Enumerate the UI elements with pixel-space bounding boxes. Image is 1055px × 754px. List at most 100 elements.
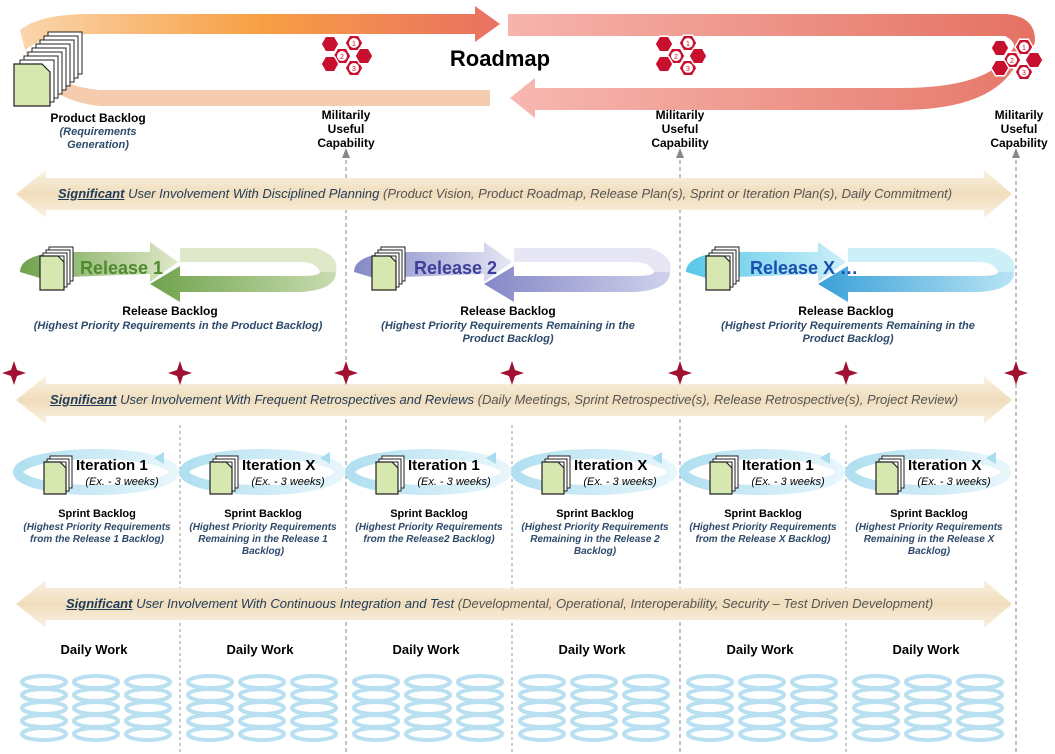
daily-cycle-ring bbox=[570, 713, 618, 729]
hex-number: 2 bbox=[340, 54, 344, 61]
hex-number: 3 bbox=[1022, 70, 1026, 77]
daily-cycle-ring bbox=[352, 674, 400, 690]
hex-cell bbox=[354, 47, 374, 65]
hex-number: 2 bbox=[674, 54, 678, 61]
release-2-arrow-right bbox=[514, 248, 671, 272]
daily-cycle-ring bbox=[686, 674, 734, 690]
hex-cell bbox=[654, 35, 674, 53]
daily-cycle-ring bbox=[790, 713, 838, 729]
band-testing-detail: (Developmental, Operational, Interoperab… bbox=[454, 596, 934, 611]
iteration-label: Iteration X bbox=[574, 457, 648, 474]
daily-work-graphics bbox=[20, 674, 1004, 742]
doc-front bbox=[39, 255, 65, 291]
doc-front bbox=[541, 461, 565, 495]
hex-number-bg bbox=[1019, 42, 1029, 52]
daily-work-label: Daily Work bbox=[392, 642, 460, 657]
iteration-label: Iteration 1 bbox=[408, 457, 480, 474]
hex-cell bbox=[654, 55, 674, 73]
daily-cycle-ring bbox=[904, 713, 952, 729]
daily-cycle-ring bbox=[852, 687, 900, 703]
daily-cycle-ring bbox=[352, 687, 400, 703]
band-planning-text: Significant User Involvement With Discip… bbox=[58, 186, 952, 201]
daily-cycle-ring bbox=[290, 674, 338, 690]
daily-cycle-ring bbox=[352, 713, 400, 729]
release-2-backlog-title: Release Backlog bbox=[460, 304, 556, 318]
release-1-arrow-bottom bbox=[150, 266, 336, 302]
sprint-backlog-title: Sprint Backlog bbox=[556, 508, 634, 520]
release-1-backlog-subtitle: (Highest Priority Requirements in the Pr… bbox=[33, 320, 323, 332]
iteration-doc-icon bbox=[43, 455, 73, 495]
sprint-backlog-subtitle: (Highest Priority Requirements Remaining… bbox=[189, 522, 337, 557]
release-x-arrow-bottom bbox=[818, 266, 1014, 302]
capability-label-3: Militarily Useful Capability bbox=[990, 108, 1048, 150]
daily-cycle-ring bbox=[570, 687, 618, 703]
iteration-arrowhead bbox=[486, 452, 496, 464]
roadmap-arrow-top-right bbox=[508, 14, 1035, 56]
capability-hex-icon-2: 123 bbox=[654, 34, 708, 77]
daily-cycle-ring bbox=[456, 700, 504, 716]
roadmap-arrow-top-left bbox=[20, 6, 500, 50]
daily-cycle-ring bbox=[186, 674, 234, 690]
iteration-ring bbox=[511, 449, 677, 495]
daily-cycle-ring bbox=[404, 687, 452, 703]
release-x-arrow-right bbox=[848, 248, 1015, 272]
daily-cycle-ring bbox=[738, 700, 786, 716]
iteration-doc-icon bbox=[875, 455, 905, 495]
release-1-backlog-title: Release Backlog bbox=[122, 304, 218, 318]
sprint-backlog-title: Sprint Backlog bbox=[224, 508, 302, 520]
daily-work-label: Daily Work bbox=[726, 642, 794, 657]
iteration-arrowhead bbox=[320, 452, 330, 464]
daily-cycle-ring bbox=[20, 674, 68, 690]
hex-cell bbox=[1024, 51, 1044, 69]
daily-cycle-ring bbox=[72, 700, 120, 716]
sprint-backlog-title: Sprint Backlog bbox=[890, 508, 968, 520]
daily-cycle-ring bbox=[570, 674, 618, 690]
iteration-duration: (Ex. - 3 weeks) bbox=[85, 476, 159, 488]
daily-cycle-ring bbox=[186, 687, 234, 703]
daily-work-label: Daily Work bbox=[558, 642, 626, 657]
roadmap-title: Roadmap bbox=[449, 46, 551, 71]
capability-hex-icon-1: 123 bbox=[320, 34, 374, 77]
daily-cycle-ring bbox=[686, 700, 734, 716]
daily-cycle-ring bbox=[186, 713, 234, 729]
doc-front bbox=[43, 461, 67, 495]
daily-cycle-ring bbox=[352, 726, 400, 742]
iteration-label: Iteration 1 bbox=[742, 457, 814, 474]
band-planning-main: User Involvement With Disciplined Planni… bbox=[124, 186, 380, 201]
daily-cycle-ring bbox=[518, 713, 566, 729]
roadmap-arrow-bottom-left bbox=[25, 50, 490, 106]
daily-cycle-ring bbox=[622, 713, 670, 729]
release-1-doc-icon bbox=[39, 246, 74, 291]
roadmap-arrow-bottom bbox=[510, 52, 1020, 118]
daily-cycle-ring bbox=[904, 700, 952, 716]
daily-cycle-ring bbox=[352, 700, 400, 716]
daily-work-label: Daily Work bbox=[226, 642, 294, 657]
iteration-duration: (Ex. - 3 weeks) bbox=[917, 476, 991, 488]
sprint-backlog-subtitle: (Highest Priority Requirements Remaining… bbox=[855, 522, 1003, 557]
hex-number-bg bbox=[349, 63, 359, 73]
daily-cycle-ring bbox=[238, 674, 286, 690]
iteration-label: Iteration X bbox=[908, 457, 982, 474]
daily-cycle-ring bbox=[404, 713, 452, 729]
daily-cycle-ring bbox=[956, 700, 1004, 716]
daily-cycle-ring bbox=[290, 726, 338, 742]
daily-cycle-ring bbox=[456, 726, 504, 742]
daily-cycle-ring bbox=[570, 726, 618, 742]
iteration-duration: (Ex. - 3 weeks) bbox=[583, 476, 657, 488]
sprint-backlog-subtitle: (Highest Priority Requirements from the … bbox=[23, 522, 171, 545]
hex-number: 1 bbox=[686, 41, 690, 48]
band-planning-detail: (Product Vision, Product Roadmap, Releas… bbox=[379, 186, 953, 201]
sprint-backlog-title: Sprint Backlog bbox=[390, 508, 468, 520]
sprint-backlog-subtitle: (Highest Priority Requirements Remaining… bbox=[521, 522, 669, 557]
daily-cycle-ring bbox=[790, 700, 838, 716]
milestone-star-icon bbox=[1004, 361, 1028, 385]
daily-cycle-ring bbox=[518, 726, 566, 742]
doc-front bbox=[375, 461, 399, 495]
daily-cycle-ring bbox=[956, 674, 1004, 690]
release-2-arrow-bottom bbox=[484, 266, 670, 302]
daily-cycle-ring bbox=[238, 713, 286, 729]
band-testing-main: User Involvement With Continuous Integra… bbox=[132, 596, 455, 611]
daily-cycle-ring bbox=[20, 687, 68, 703]
band-planning-significant: Significant bbox=[58, 186, 125, 201]
hex-number-bg bbox=[1019, 67, 1029, 77]
